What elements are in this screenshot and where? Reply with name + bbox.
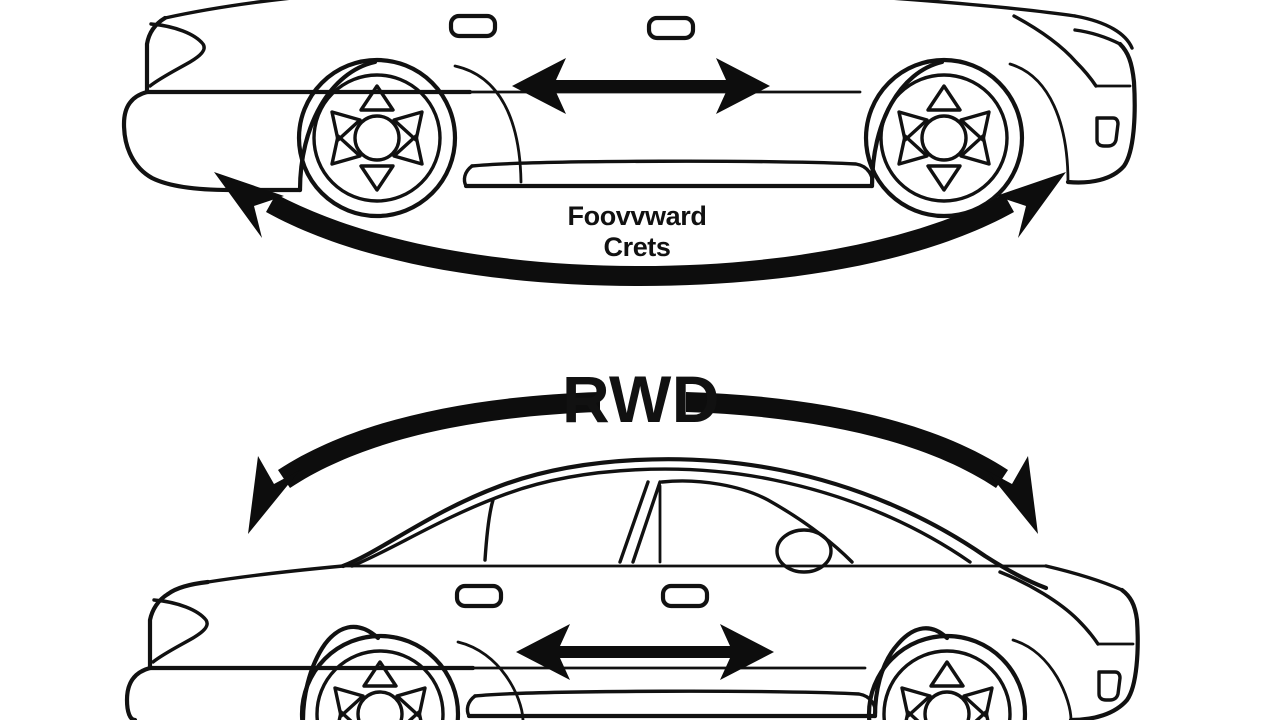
front-wheel	[296, 57, 458, 219]
rear-wheel	[866, 633, 1028, 720]
double-headed-horizontal-arrow-top	[512, 58, 770, 114]
rear-wheel	[863, 57, 1025, 219]
lower-car-greenhouse	[340, 457, 1049, 591]
double-headed-horizontal-arrow-bottom	[516, 624, 774, 680]
curved-arrow-down-right	[686, 392, 1038, 534]
drivetrain-label: RWD	[562, 362, 720, 436]
door-handle-rear	[646, 15, 696, 41]
front-wheel	[299, 633, 461, 720]
curved-arrow-up-left	[214, 172, 640, 286]
forward-label-line1: Foovvward	[568, 201, 707, 231]
six-spoke-alloy-wheel	[900, 660, 994, 720]
six-spoke-alloy-wheel	[330, 84, 424, 192]
door-handle-front	[448, 13, 498, 39]
curved-arrow-up-right	[640, 172, 1066, 286]
six-spoke-alloy-wheel	[897, 84, 991, 192]
curved-arrow-down-left	[248, 392, 600, 534]
door-handle-rear	[660, 583, 710, 609]
six-spoke-alloy-wheel	[333, 660, 427, 720]
door-handle-front	[454, 583, 504, 609]
forward-label-line2: Crets	[603, 232, 670, 262]
fuel-filler-cap	[775, 528, 833, 574]
